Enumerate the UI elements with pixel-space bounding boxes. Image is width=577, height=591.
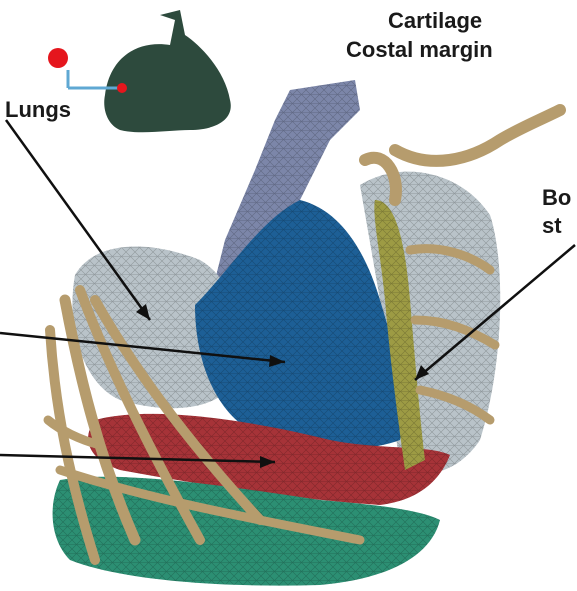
sternum-label: st: [542, 214, 562, 238]
cartilage-label: Cartilage: [388, 9, 482, 33]
bone-label: Bo: [542, 186, 571, 210]
marker-dot: [48, 48, 68, 68]
lungs-label: Lungs: [5, 98, 71, 122]
lung-icon: [48, 10, 231, 132]
costal-margin-label: Costal margin: [346, 38, 493, 62]
